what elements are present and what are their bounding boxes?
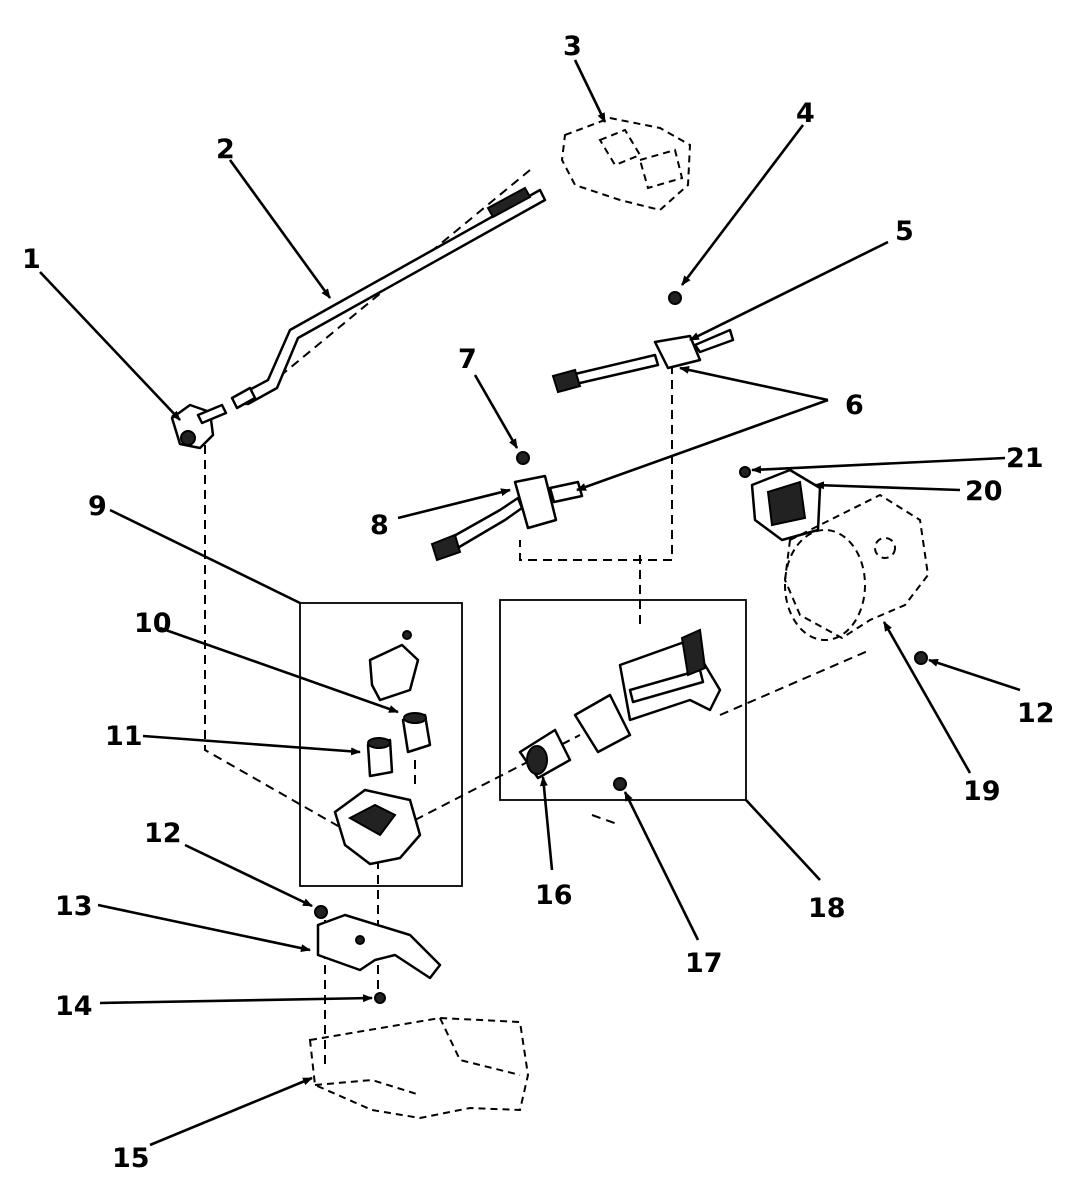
group-box-9	[299, 602, 463, 887]
callout-4: 4	[796, 98, 815, 129]
part-21-screw	[739, 466, 751, 478]
callout-17: 17	[685, 948, 723, 979]
part-15-base	[308, 1016, 530, 1120]
callout-19: 19	[963, 776, 1001, 807]
part-11-coil	[366, 737, 394, 778]
part-1-valve-fitting	[170, 403, 228, 450]
part-3-mounting-bracket	[560, 116, 692, 212]
part-8-switch-harness	[430, 474, 584, 562]
callout-12-right: 12	[1017, 698, 1055, 729]
valve-body	[333, 788, 422, 866]
callout-1: 1	[22, 244, 41, 275]
part-16-coupling	[518, 728, 572, 780]
part-14-nut	[374, 992, 386, 1004]
part-17-screw	[613, 777, 627, 791]
part-9-valve-assembly	[368, 630, 420, 702]
callout-6: 6	[845, 390, 864, 421]
callout-20: 20	[965, 476, 1003, 507]
part-13-mounting-plate	[316, 913, 442, 980]
callout-5: 5	[895, 216, 914, 247]
part-5-switch-harness	[551, 328, 735, 394]
part-18-actuator-assembly	[573, 628, 722, 754]
part-12-screw-left	[314, 905, 328, 919]
callout-18: 18	[808, 893, 846, 924]
part-20-bracket	[750, 468, 822, 542]
callout-15: 15	[112, 1143, 150, 1174]
part-4-screw	[668, 291, 682, 305]
leader-lines	[39, 59, 1021, 1147]
part-10-coil	[401, 712, 432, 754]
callout-21: 21	[1006, 443, 1044, 474]
callout-7: 7	[458, 344, 477, 375]
part-7-screw	[516, 451, 530, 465]
assembly-lines	[204, 169, 871, 1065]
part-19-motor	[783, 493, 930, 641]
group-box-18	[499, 599, 747, 801]
callout-14: 14	[55, 991, 93, 1022]
callout-8: 8	[370, 510, 389, 541]
callout-2: 2	[216, 134, 235, 165]
callout-13: 13	[55, 891, 93, 922]
callout-16: 16	[535, 880, 573, 911]
callout-10: 10	[134, 608, 172, 639]
part-2-tube	[230, 186, 547, 410]
callout-12-left: 12	[144, 818, 182, 849]
callout-11: 11	[105, 721, 143, 752]
callout-labels: 1 2 3 4 5 6 7 8 9 10 11 12 13 14 15 16 1…	[22, 31, 1055, 1174]
callout-3: 3	[563, 31, 582, 62]
callout-9: 9	[88, 491, 107, 522]
part-12-screw-right	[914, 651, 928, 665]
